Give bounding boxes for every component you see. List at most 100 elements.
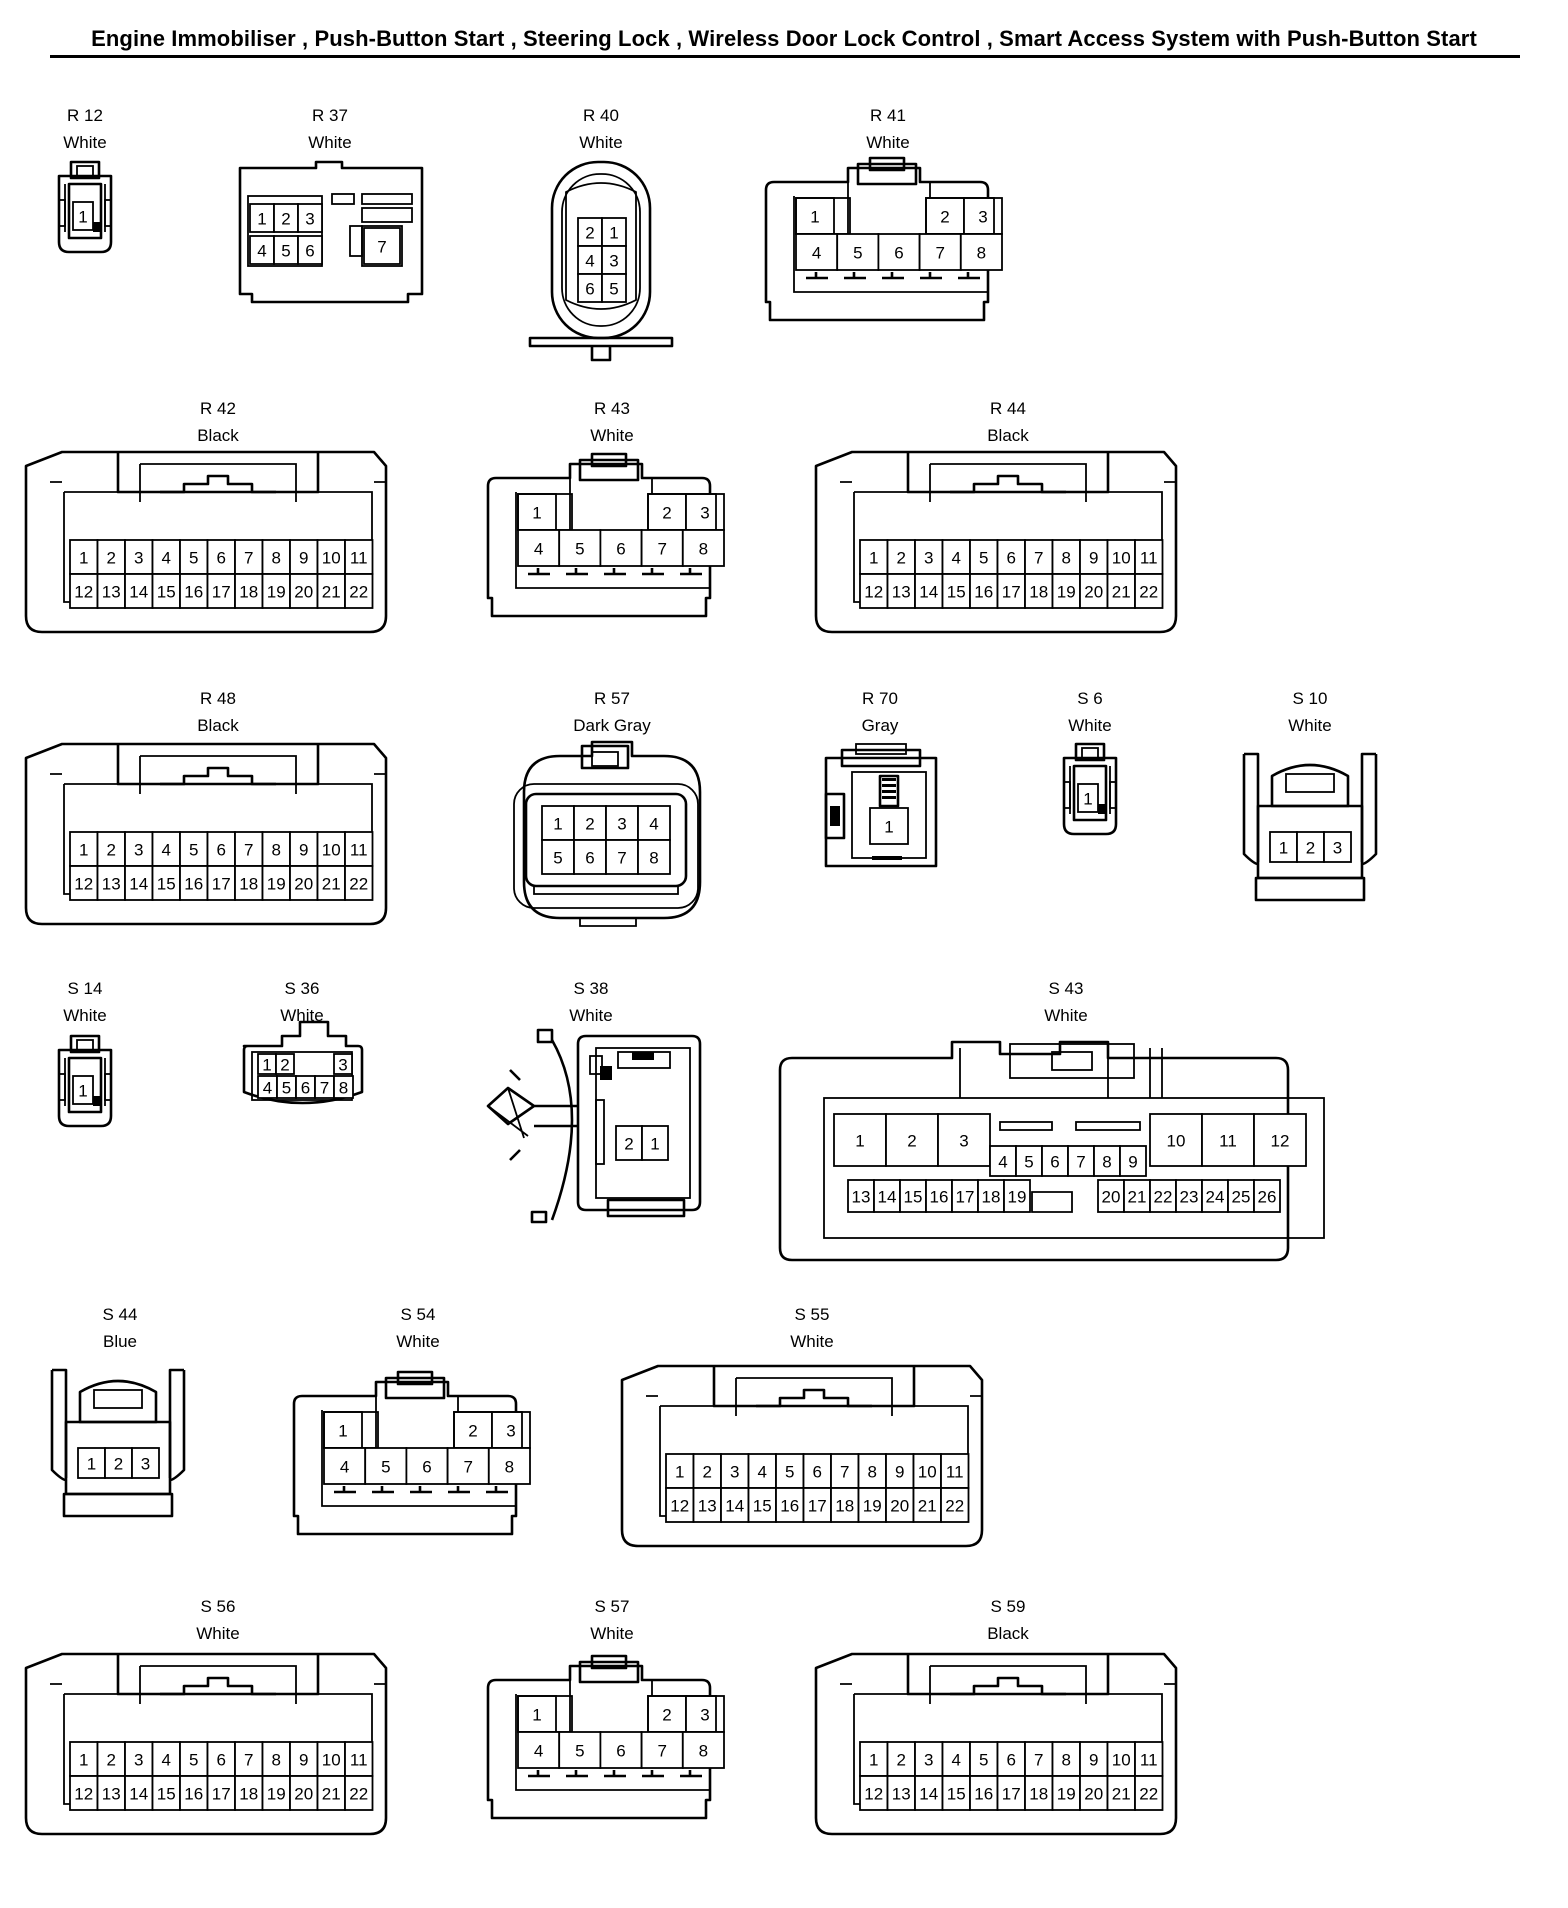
connector-color: White xyxy=(590,426,633,445)
connector-id: R 44 xyxy=(990,399,1026,418)
pin-number: 8 xyxy=(1062,1751,1071,1770)
pin-cell xyxy=(289,865,319,901)
connector-id: R 70 xyxy=(862,689,898,708)
pin-number: 20 xyxy=(294,583,313,602)
pin-number: 8 xyxy=(1102,1153,1111,1172)
pin-number: 1 xyxy=(810,208,819,227)
connector-color: Black xyxy=(197,716,239,735)
pin-number: 23 xyxy=(1180,1188,1199,1207)
pin-cell xyxy=(573,839,607,875)
pin-number: 1 xyxy=(79,1751,88,1770)
pin-cell xyxy=(847,1179,875,1213)
pin-number: 7 xyxy=(617,849,626,868)
pin-number: 3 xyxy=(978,208,987,227)
pin-number: 20 xyxy=(1084,583,1103,602)
pin-cell xyxy=(261,1775,291,1811)
pin-number: 19 xyxy=(1057,583,1076,602)
pin-cell xyxy=(261,573,291,609)
pin-number: 21 xyxy=(1112,1785,1131,1804)
pin-cell xyxy=(914,573,944,609)
pin-cell xyxy=(989,1145,1017,1177)
connector-color: White xyxy=(308,133,351,152)
connector-color: White xyxy=(280,1006,323,1025)
pin-cell xyxy=(124,539,154,575)
pin-number: 7 xyxy=(1076,1153,1085,1172)
pin-number: 8 xyxy=(272,1751,281,1770)
pin-number: 3 xyxy=(924,549,933,568)
pin-number: 18 xyxy=(1029,1785,1048,1804)
pin-number: 17 xyxy=(808,1497,827,1516)
pin-cell xyxy=(333,1075,354,1099)
pin-number: 22 xyxy=(945,1497,964,1516)
pin-number: 5 xyxy=(189,841,198,860)
pin-number: 11 xyxy=(1219,1132,1237,1151)
pin-cell xyxy=(665,1487,695,1523)
pin-cell xyxy=(131,1447,160,1479)
pin-number: 2 xyxy=(107,1751,116,1770)
pin-number: 11 xyxy=(350,549,368,568)
pin-number: 21 xyxy=(1112,583,1131,602)
pin-cell xyxy=(833,1113,887,1167)
pin-number: 7 xyxy=(244,841,253,860)
pin-number: 22 xyxy=(1139,1785,1158,1804)
pin-number: 10 xyxy=(1112,1751,1131,1770)
pin-cell xyxy=(344,1741,374,1777)
pin-number: 4 xyxy=(257,242,266,261)
connector-color: White xyxy=(590,1624,633,1643)
pin-number: 5 xyxy=(609,280,618,299)
pin-number: 4 xyxy=(758,1463,767,1482)
connector-id: R 40 xyxy=(583,106,619,125)
pin-number: 3 xyxy=(609,252,618,271)
pin-cell xyxy=(869,807,909,845)
pin-number: 11 xyxy=(946,1463,964,1482)
pin-number: 13 xyxy=(102,875,121,894)
pin-cell xyxy=(836,233,880,271)
pin-number: 11 xyxy=(350,1751,368,1770)
pin-number: 5 xyxy=(1024,1153,1033,1172)
pin-number: 1 xyxy=(87,1455,96,1474)
connector-color: White xyxy=(579,133,622,152)
pin-number: 12 xyxy=(1271,1132,1290,1151)
connector-id: R 57 xyxy=(594,689,630,708)
pin-cell xyxy=(1253,1179,1281,1213)
connector-id: S 6 xyxy=(1077,689,1103,708)
pin-number: 15 xyxy=(157,875,176,894)
pin-number: 22 xyxy=(349,875,368,894)
connector-color: White xyxy=(396,1332,439,1351)
pin-number: 20 xyxy=(294,875,313,894)
pin-cell xyxy=(104,1447,133,1479)
pin-cell xyxy=(249,235,275,265)
pin-cell xyxy=(685,493,725,531)
pin-cell xyxy=(1227,1179,1255,1213)
pin-cell xyxy=(1051,1775,1081,1811)
pin-number: 26 xyxy=(1258,1188,1277,1207)
pin-cell xyxy=(69,539,99,575)
pin-cell xyxy=(558,1731,602,1769)
pin-number: 13 xyxy=(102,583,121,602)
connector-id: R 41 xyxy=(870,106,906,125)
pin-number: 6 xyxy=(616,540,625,559)
pin-number: 2 xyxy=(940,208,949,227)
pin-cell xyxy=(316,1775,346,1811)
pin-number: 18 xyxy=(239,1785,258,1804)
connector-id: R 37 xyxy=(312,106,348,125)
connector-id: S 36 xyxy=(285,979,320,998)
pin-number: 18 xyxy=(239,875,258,894)
connector-color: White xyxy=(63,1006,106,1025)
pin-number: 1 xyxy=(78,208,87,227)
pin-cell xyxy=(517,529,561,567)
connector-color: White xyxy=(790,1332,833,1351)
pin-cell xyxy=(333,1053,353,1075)
pin-number: 7 xyxy=(657,1742,666,1761)
pin-number: 7 xyxy=(377,238,386,257)
pin-number: 2 xyxy=(897,1751,906,1770)
pin-number: 4 xyxy=(952,549,961,568)
pin-cell xyxy=(859,1775,889,1811)
pin-number: 4 xyxy=(534,1742,543,1761)
